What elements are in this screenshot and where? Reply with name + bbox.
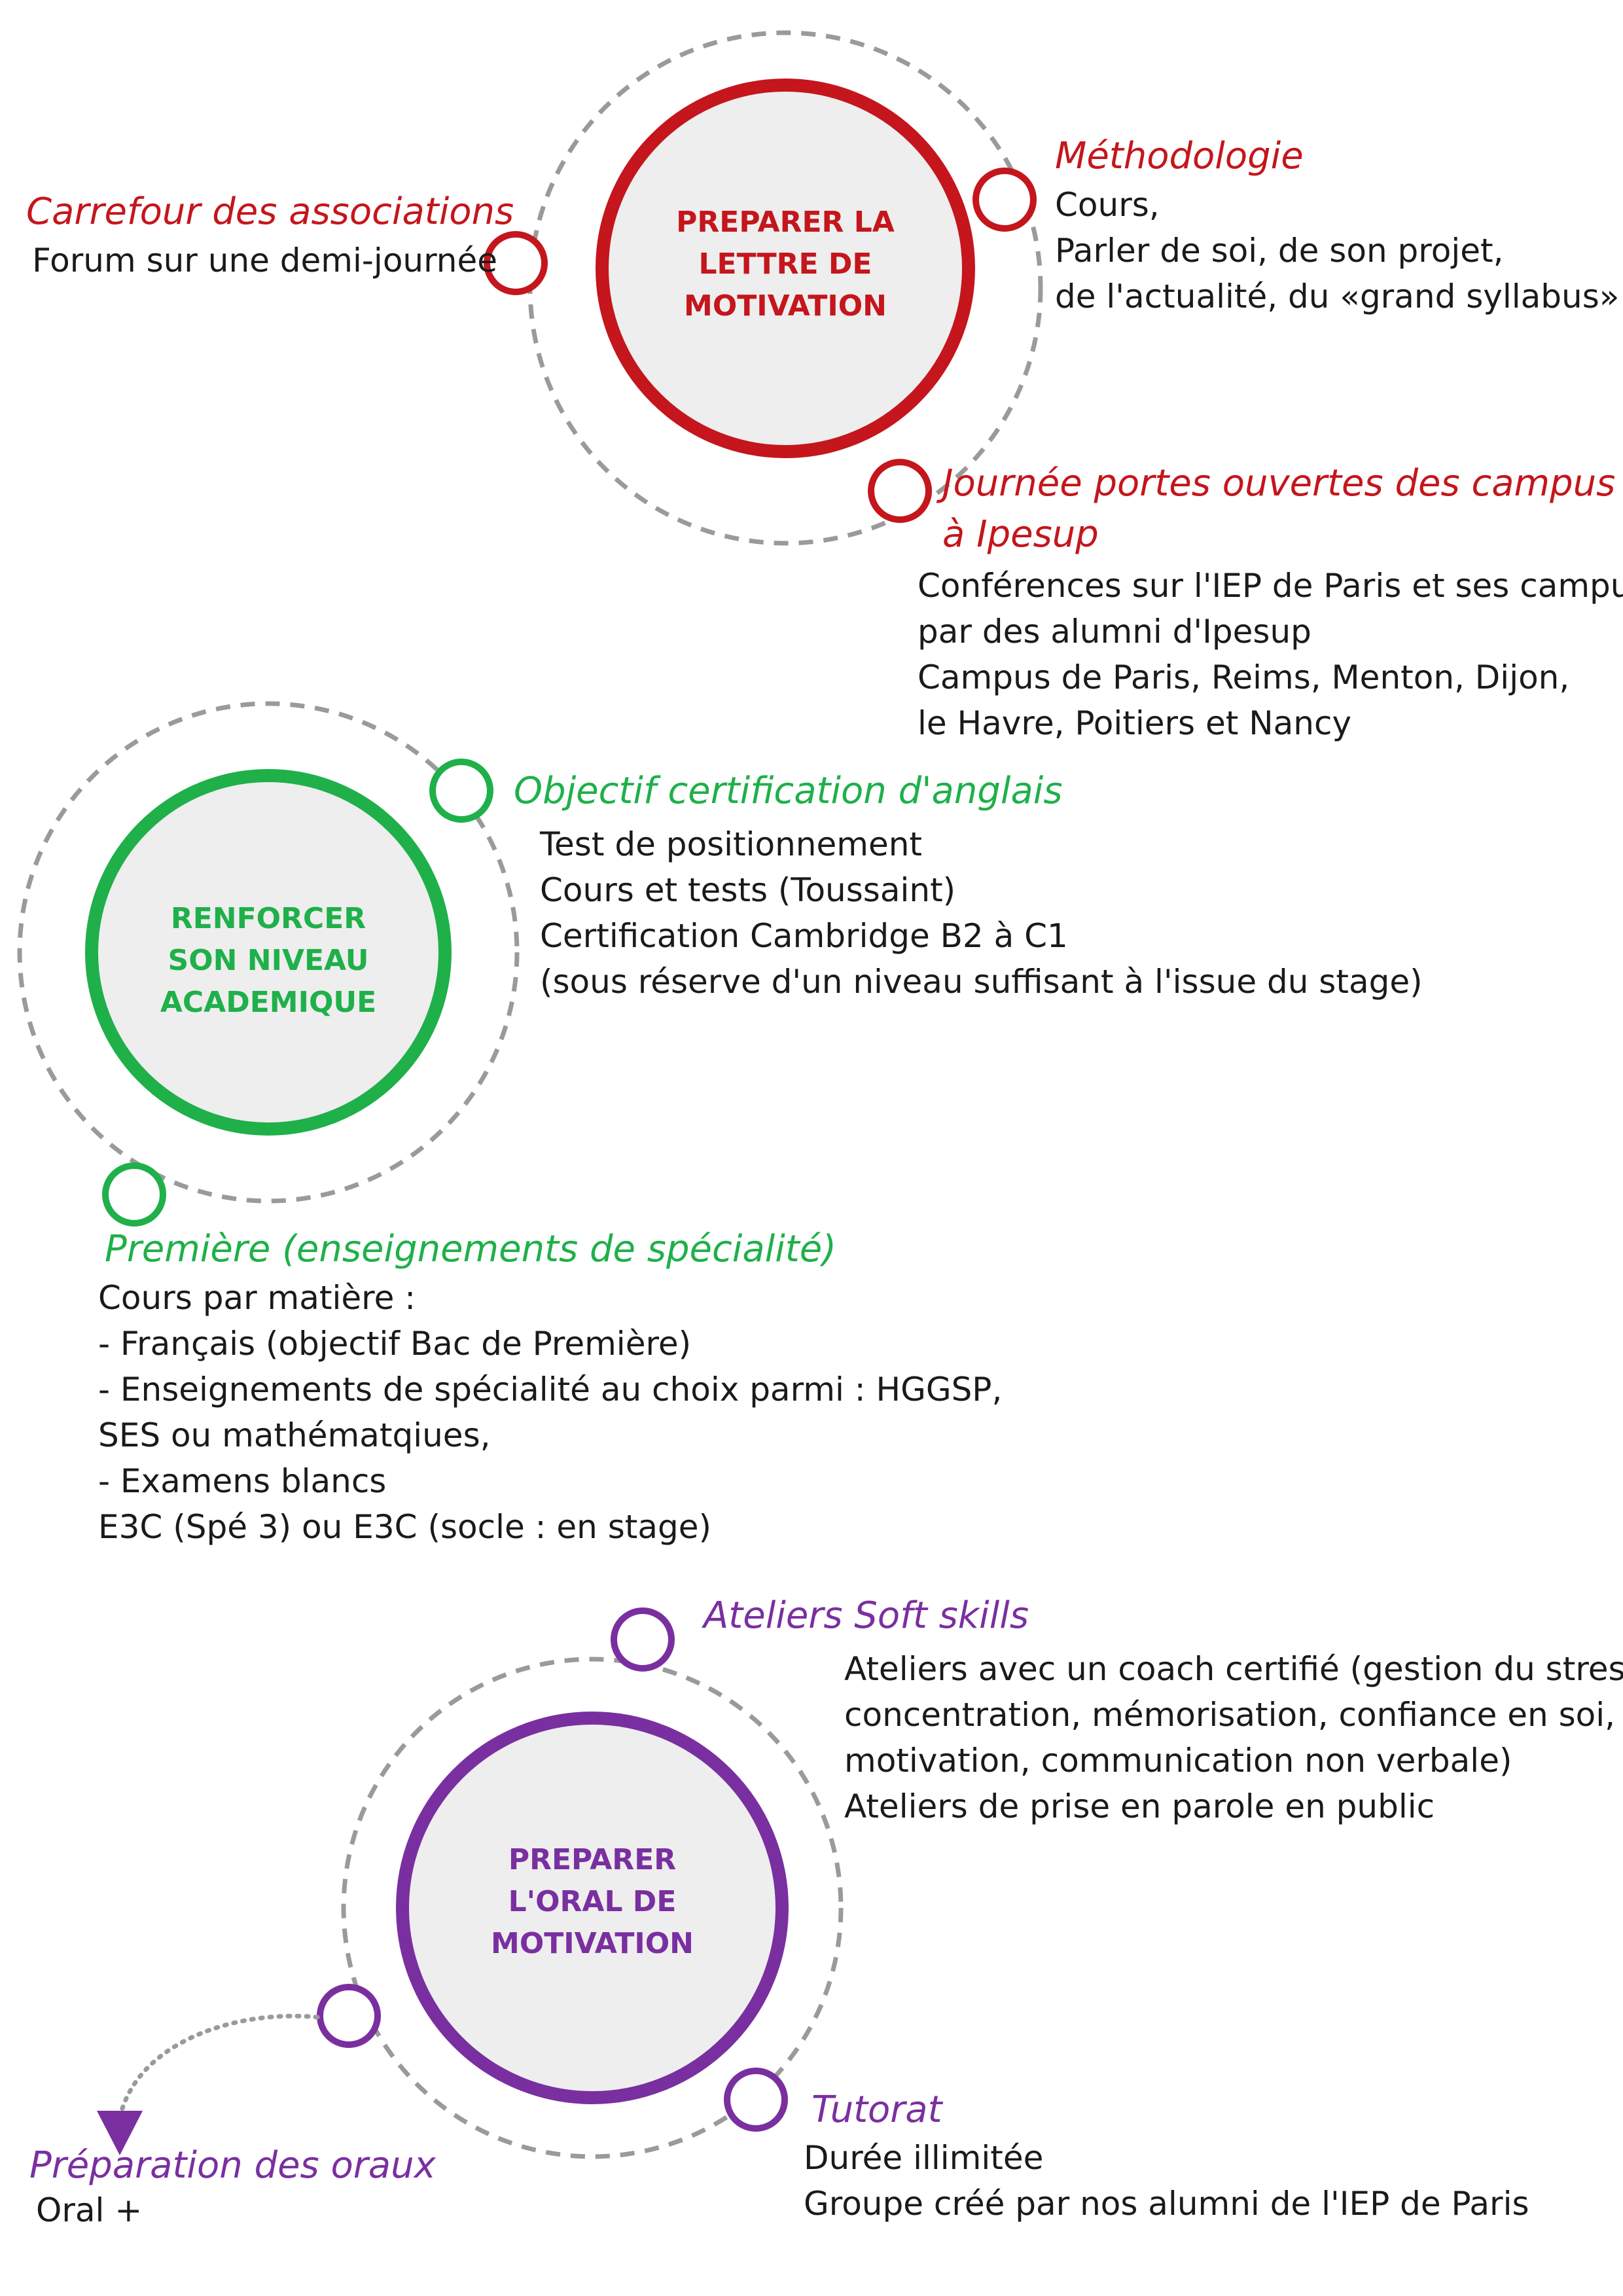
- item-premiere: Première (enseignements de spécialité): [105, 1224, 836, 1275]
- item-title: Objectif certification d'anglais: [514, 770, 1063, 812]
- item-premiere-details: Cours par matière : - Français (objectif…: [98, 1275, 1002, 1550]
- item-line: Cours et tests (Toussaint): [540, 871, 956, 909]
- item-line: Conférences sur l'IEP de Paris et ses ca…: [918, 567, 1623, 605]
- item-line: Campus de Paris, Reims, Menton, Dijon,: [918, 658, 1570, 696]
- item-title: à Ipesup: [942, 513, 1099, 556]
- item-line: Forum sur une demi-journée: [32, 242, 497, 279]
- node-circle-carrefour[interactable]: [484, 231, 548, 295]
- item-line: concentration, mémorisation, confiance e…: [844, 1696, 1616, 1734]
- item-tutorat: Tutorat: [812, 2085, 942, 2136]
- item-line: Groupe créé par nos alumni de l'IEP de P…: [804, 2185, 1529, 2223]
- item-line: E3C (Spé 3) ou E3C (socle : en stage): [98, 1508, 712, 1546]
- item-line: Oral +: [36, 2191, 143, 2229]
- item-line: Test de positionnement: [540, 825, 923, 863]
- item-title: Première (enseignements de spécialité): [105, 1228, 837, 1270]
- item-line: Durée illimitée: [804, 2139, 1044, 2177]
- item-title: Tutorat: [812, 2089, 942, 2131]
- item-line: Parler de soi, de son projet,: [1055, 232, 1504, 270]
- item-title: Ateliers Soft skills: [704, 1594, 1029, 1637]
- item-line: - Enseignements de spécialité au choix p…: [98, 1371, 1003, 1408]
- orbit-ring-green: [17, 701, 520, 1204]
- item-journee: Journée portes ouvertes des campus à Ipe…: [942, 458, 1615, 560]
- hub-circle-red: [596, 79, 975, 458]
- item-title: Journée portes ouvertes des campus: [942, 462, 1616, 505]
- node-circle-oraux-link[interactable]: [317, 1984, 381, 2048]
- node-circle-softskills[interactable]: [611, 1607, 675, 1672]
- item-line: de l'actualité, du «grand syllabus»: [1055, 278, 1620, 315]
- item-methodologie: Méthodologie Cours, Parler de soi, de so…: [1055, 131, 1619, 319]
- item-anglais-details: Test de positionnement Cours et tests (T…: [540, 821, 1423, 1005]
- node-circle-tutorat[interactable]: [724, 2068, 788, 2132]
- item-line: Cours par matière :: [98, 1279, 416, 1317]
- item-line: Cours,: [1055, 186, 1160, 224]
- dotted-arrow-path: [118, 2013, 320, 2115]
- node-circle-premiere[interactable]: [102, 1162, 166, 1227]
- item-line: Certification Cambridge B2 à C1: [540, 917, 1068, 955]
- hub-circle-purple: [396, 1712, 789, 2104]
- item-line: par des alumni d'Ipesup: [918, 613, 1311, 651]
- item-tutorat-details: Durée illimitée Groupe créé par nos alum…: [804, 2135, 1529, 2227]
- orbit-ring-purple: [341, 1657, 844, 2159]
- item-title: Méthodologie: [1055, 135, 1304, 177]
- item-oraux: Préparation des oraux: [29, 2140, 436, 2191]
- item-carrefour: Carrefour des associations Forum sur une…: [26, 187, 514, 283]
- item-line: - Examens blancs: [98, 1462, 387, 1500]
- arrow-head-icon: [97, 2111, 143, 2155]
- item-oraux-details: Oral +: [36, 2187, 142, 2233]
- item-line: SES ou mathématqiues,: [98, 1416, 491, 1454]
- node-circle-anglais[interactable]: [429, 759, 493, 823]
- item-softskills: Ateliers Soft skills: [704, 1590, 1029, 1641]
- hub-circle-green: [85, 769, 452, 1136]
- item-line: (sous réserve d'un niveau suffisant à l'…: [540, 963, 1423, 1001]
- item-line: le Havre, Poitiers et Nancy: [918, 704, 1352, 742]
- item-anglais: Objectif certification d'anglais: [514, 766, 1063, 817]
- node-circle-journee[interactable]: [868, 459, 932, 523]
- item-line: Ateliers de prise en parole en public: [844, 1787, 1435, 1825]
- hub-label-academic-level: RENFORCER SON NIVEAU ACADEMIQUE: [160, 902, 377, 1019]
- item-softskills-details: Ateliers avec un coach certifié (gestion…: [844, 1646, 1623, 1829]
- item-line: - Français (objectif Bac de Première): [98, 1325, 692, 1363]
- hub-label-motivation-letter: PREPARER LA LETTRE DE MOTIVATION: [676, 206, 895, 323]
- item-title: Carrefour des associations: [26, 190, 514, 233]
- item-line: motivation, communication non verbale): [844, 1742, 1512, 1780]
- hub-label-oral-prep: PREPARER L'ORAL DE MOTIVATION: [491, 1843, 694, 1960]
- item-title: Préparation des oraux: [29, 2144, 436, 2187]
- item-journee-details: Conférences sur l'IEP de Paris et ses ca…: [918, 563, 1623, 746]
- node-circle-methodologie[interactable]: [972, 168, 1037, 232]
- item-line: Ateliers avec un coach certifié (gestion…: [844, 1650, 1623, 1688]
